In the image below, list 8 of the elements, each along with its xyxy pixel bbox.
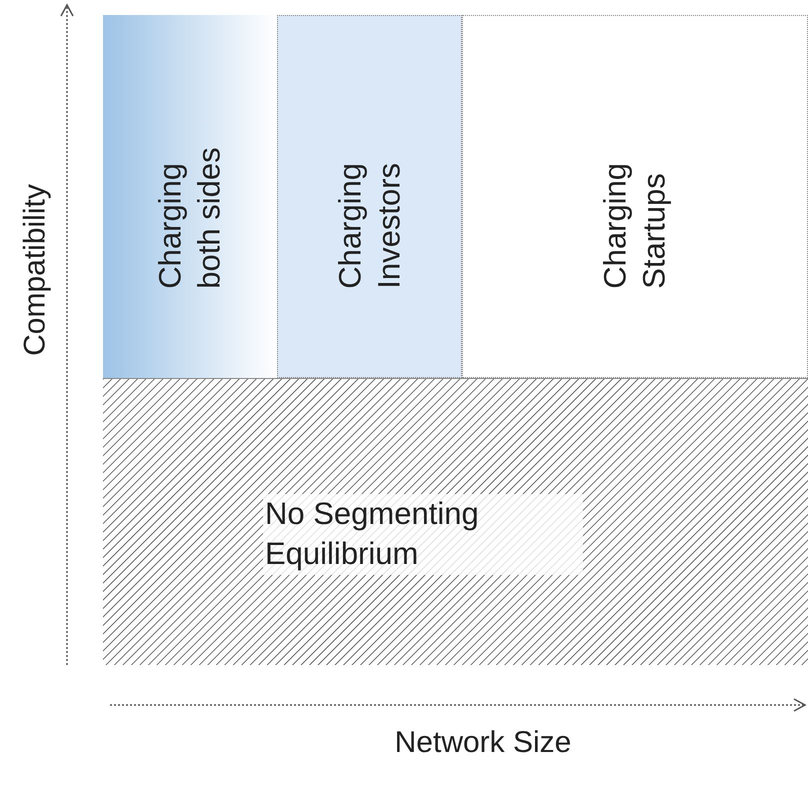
axis-label: Compatibility: [18, 184, 52, 356]
region-box: [277, 15, 462, 378]
axis-label: Network Size: [394, 725, 572, 761]
region-label: No Segmenting Equilibrium: [263, 494, 583, 575]
region-label: Charging Investors: [330, 162, 406, 290]
region-label: Charging Startups: [596, 162, 672, 290]
region-label: Charging both sides: [151, 146, 227, 290]
region-box: [462, 15, 808, 378]
